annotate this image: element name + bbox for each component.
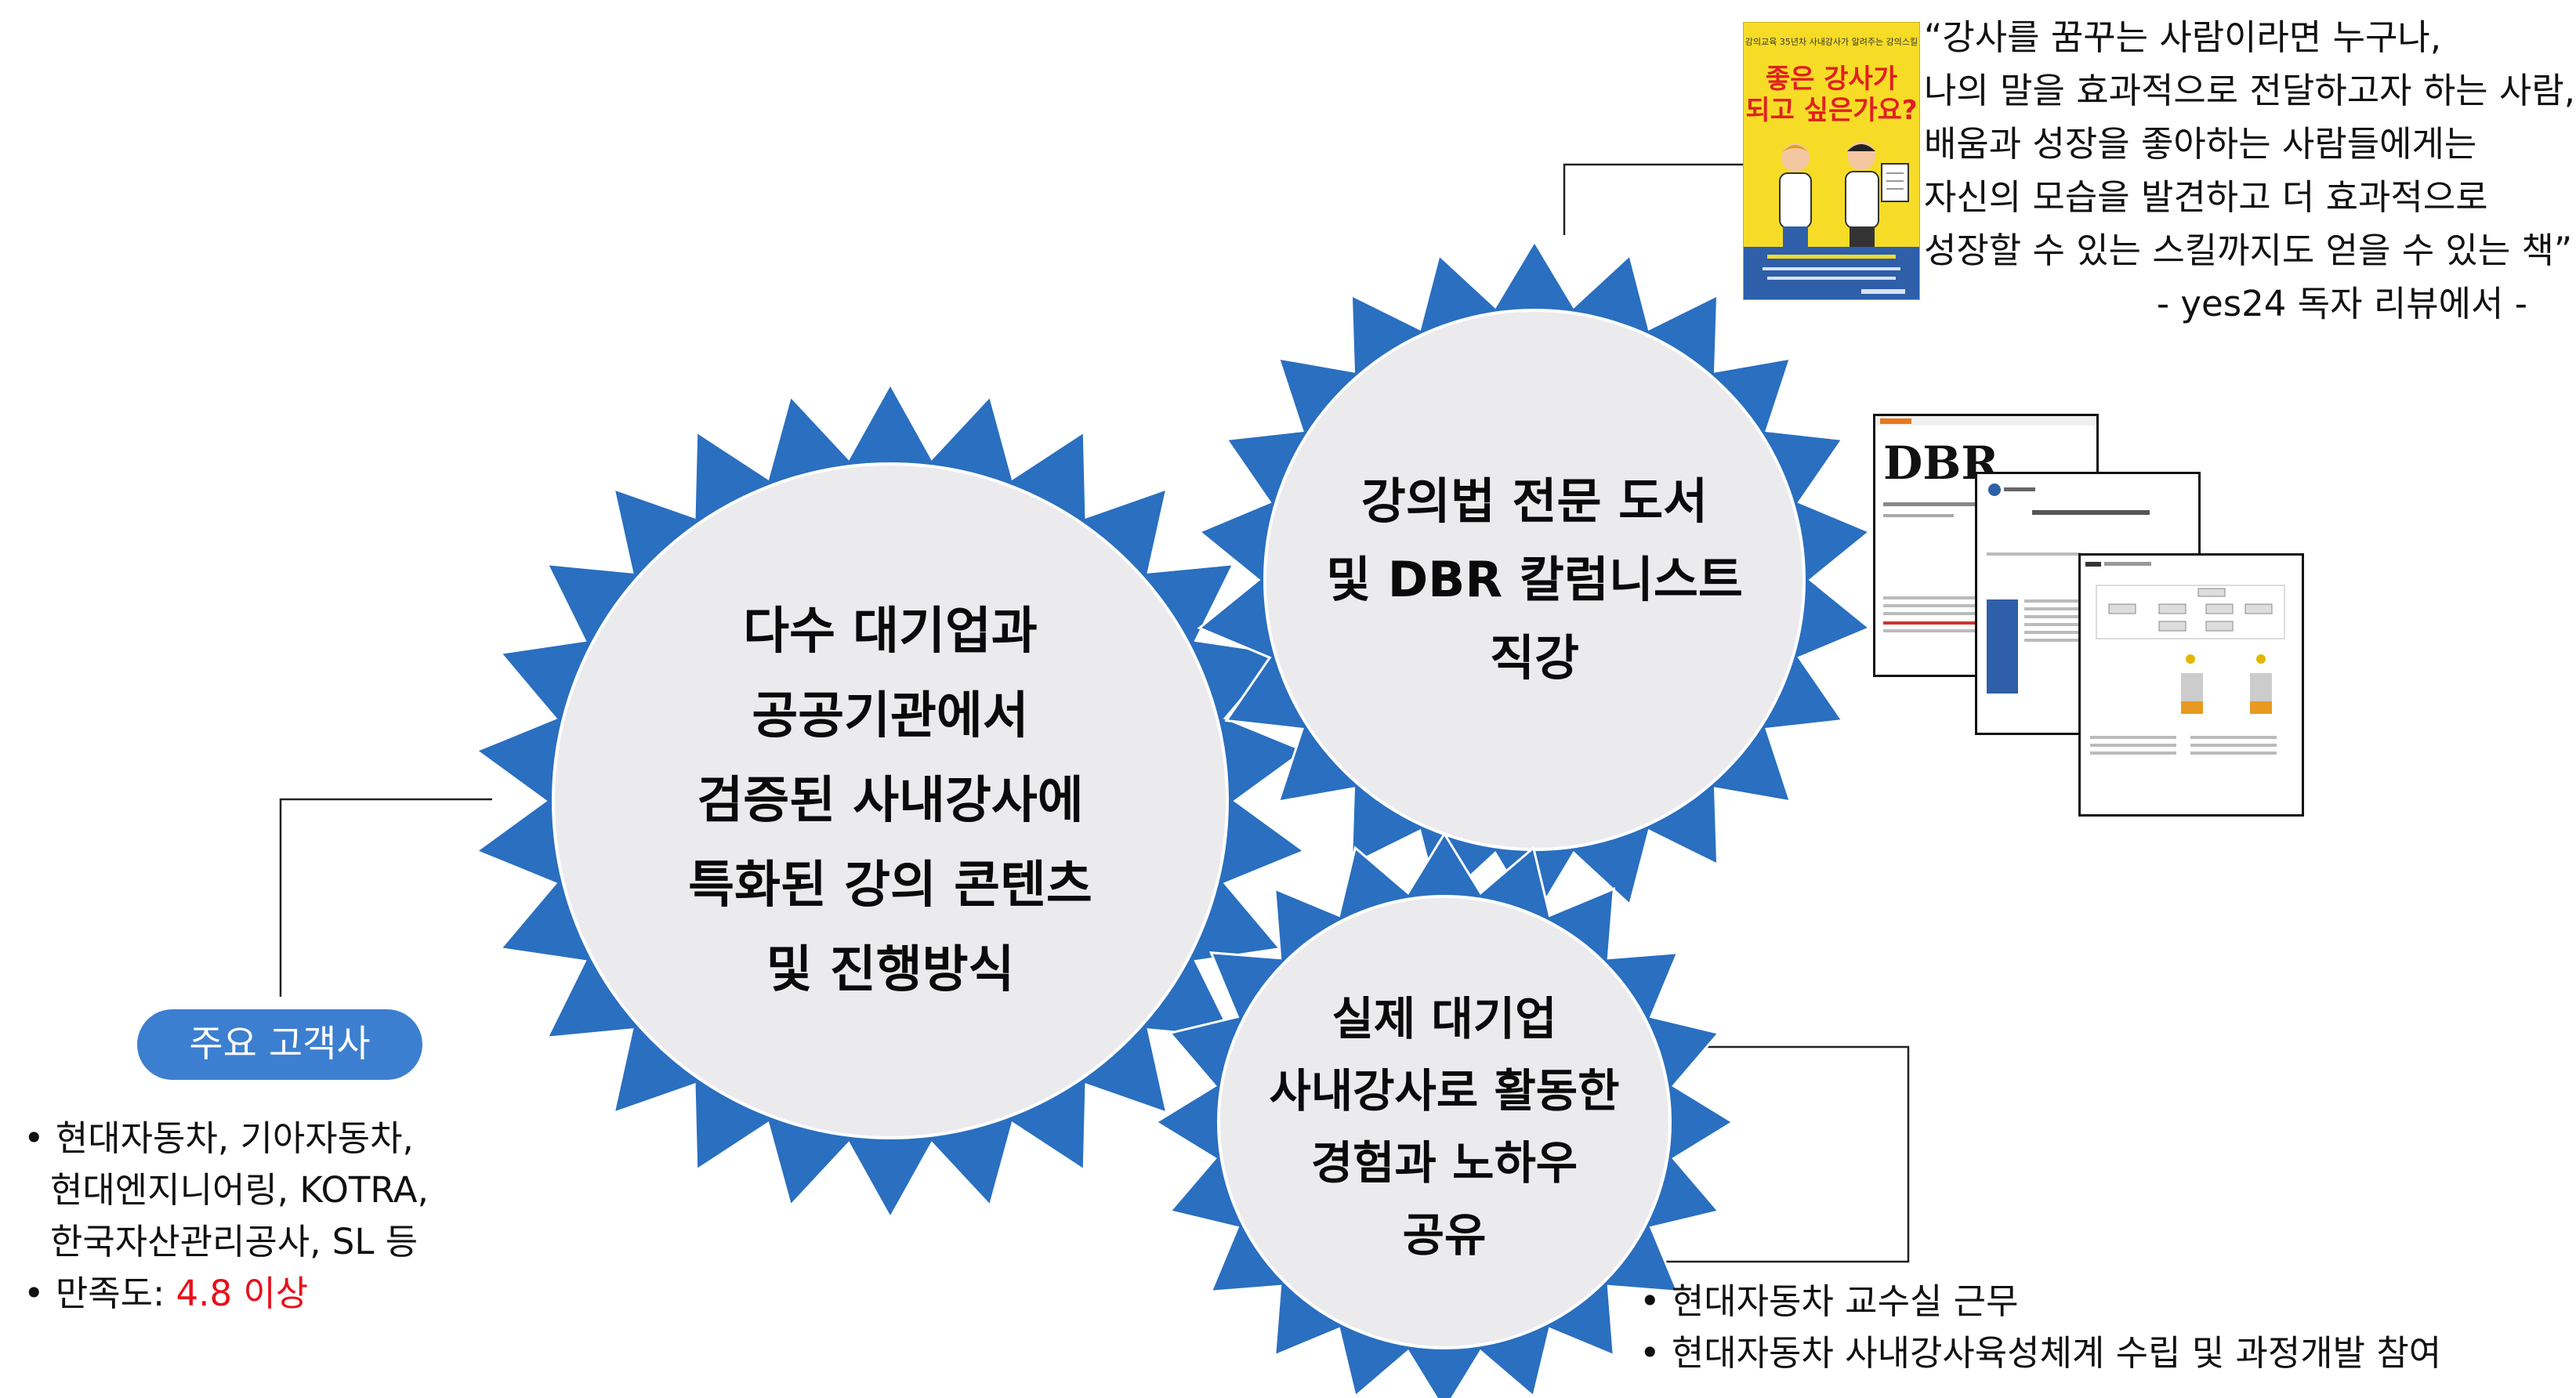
gear-main-face: [552, 462, 1229, 1139]
gear-main-text: 다수 대기업과 공공기관에서 검증된 사내강사에 특화된 강의 콘텐츠 및 진행…: [616, 589, 1165, 1012]
experience-item: • 현대자동차 사내강사육성체계 수립 및 과정개발 참여: [1639, 1332, 2442, 1374]
gear-main-line: 다수 대기업과: [743, 603, 1038, 661]
customers-badge: 주요 고객사: [137, 1009, 422, 1080]
quote-line: 나의 말을 효과적으로 전달하고자 하는 사람,: [1924, 70, 2576, 111]
experience-item: • 현대자동차 교수실 근무: [1639, 1280, 2019, 1322]
reader-review-quote: “강사를 꿈꾸는 사람이라면 누구나, 나의 말을 효과적으로 전달하고자 하는…: [1924, 11, 2576, 331]
book-cover-title-line: 되고 싶은가요?: [1745, 95, 1918, 126]
gear-top-text: 강의법 전문 도서 및 DBR 칼럼니스트 직강: [1299, 462, 1770, 697]
experience-list: • 현대자동차 교수실 근무 • 현대자동차 사내강사육성체계 수립 및 과정개…: [1639, 1276, 2441, 1379]
gear-bottom-text: 실제 대기업 사내강사로 활동한 경험과 노하우 공유: [1233, 983, 1656, 1271]
gear-bottom-line: 사내강사로 활동한: [1269, 1064, 1620, 1117]
gear-main-line: 공공기관에서: [752, 687, 1029, 745]
gear-bottom-line: 경험과 노하우: [1310, 1136, 1578, 1190]
gear-bottom-face: [1217, 895, 1672, 1349]
gear-main-line: 검증된 사내강사에: [697, 772, 1084, 830]
book-cover-band: [1744, 247, 1919, 299]
gear-bottom-line: 실제 대기업: [1331, 992, 1557, 1045]
dbr-article-page: [2078, 553, 2304, 817]
gear-bottom-line: 공유: [1402, 1208, 1487, 1262]
quote-line: “강사를 꿈꾸는 사람이라면 누구나,: [1924, 16, 2442, 58]
gear-main-line: 특화된 강의 콘텐츠: [688, 857, 1092, 914]
book-cover-title-line: 좋은 강사가: [1765, 63, 1898, 95]
customers-item: 현대엔지니어링, KOTRA,: [50, 1169, 429, 1211]
satisfaction-value: 4.8 이상: [176, 1273, 309, 1314]
quote-source: - yes24 독자 리뷰에서 -: [2156, 283, 2527, 324]
customers-item: 한국자산관리공사, SL 등: [50, 1221, 418, 1262]
gear-top-line: 강의법 전문 도서: [1360, 473, 1708, 530]
book-cover-illustration: [1779, 142, 1909, 247]
book-cover-subtitle: 강의교육 35년차 사내강사가 알려주는 강의스킬: [1745, 37, 1918, 47]
connector-customers: [279, 798, 492, 997]
connector-experience: [1632, 1045, 1910, 1263]
customers-item: • 현대자동차, 기아자동차,: [24, 1117, 414, 1159]
satisfaction-item: • 만족도: 4.8 이상: [24, 1273, 309, 1314]
gear-top-line: 및 DBR 칼럼니스트: [1326, 551, 1743, 608]
gear-top-line: 직강: [1489, 629, 1580, 686]
connector-book: [1563, 163, 1743, 235]
book-cover-image: 강의교육 35년차 사내강사가 알려주는 강의스킬 좋은 강사가 되고 싶은가요…: [1743, 22, 1920, 300]
quote-line: 자신의 모습을 발견하고 더 효과적으로: [1924, 176, 2488, 218]
quote-line: 배움과 성장을 좋아하는 사람들에게는: [1924, 123, 2477, 165]
customers-list: • 현대자동차, 기아자동차, 현대엔지니어링, KOTRA, 한국자산관리공사…: [24, 1113, 429, 1320]
book-cover-title: 좋은 강사가 되고 싶은가요?: [1744, 63, 1919, 126]
gear-main-line: 및 진행방식: [766, 941, 1015, 999]
quote-line: 성장할 수 있는 스킬까지도 얻을 수 있는 책”: [1924, 230, 2573, 271]
